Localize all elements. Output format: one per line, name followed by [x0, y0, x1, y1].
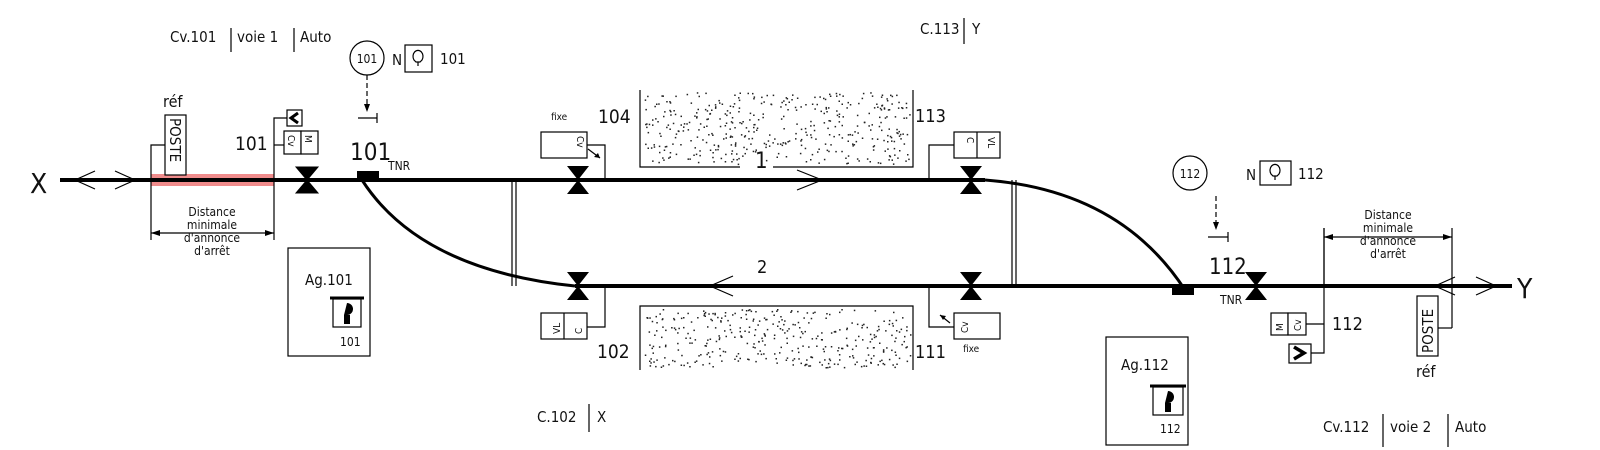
switch-112-type: TNR: [1219, 293, 1243, 307]
cv112-label: Cv.112 voie 2 Auto: [1323, 414, 1486, 447]
distance-label-left: Distance minimale d'annonce d'arrêt: [184, 205, 241, 258]
switch-101[interactable]: 101 N 101 101 TNR: [349, 40, 466, 173]
agent-101-key: 101: [340, 335, 361, 349]
svg-text:minimale: minimale: [1363, 221, 1413, 235]
switch-101-normal: N: [392, 51, 402, 69]
cv112-name: Cv.112: [1323, 418, 1369, 436]
signal-104-panel: Cv: [574, 136, 585, 148]
agent-101-label: Ag.101: [305, 271, 353, 289]
cv112-mode: Auto: [1455, 418, 1486, 436]
key-icon: [344, 303, 353, 324]
distance-label-right: Distance minimale d'annonce d'arrêt: [1360, 208, 1417, 261]
end-x-label: X: [30, 167, 47, 200]
signal-102-panel-bottom: C: [574, 328, 585, 334]
signal-112-right-aspect: Cv: [1293, 319, 1304, 331]
signal-112-bowtie-icon: [1245, 272, 1267, 300]
tracks: 1 2 X Y: [30, 149, 1533, 305]
signal-111[interactable]: Cv fixe 111: [915, 272, 1001, 363]
switch-101-key-number: 101: [440, 50, 466, 68]
signal-113-panel-bottom: VL: [985, 137, 996, 148]
signal-104[interactable]: fixe Cv 104: [540, 106, 631, 194]
switch-112[interactable]: 112 N 112 112 TNR: [1172, 155, 1324, 307]
svg-text:d'annonce: d'annonce: [184, 231, 241, 245]
c102-name: C.102: [537, 408, 576, 426]
c113-name: C.113: [920, 20, 959, 38]
c113-dest: Y: [971, 20, 981, 38]
signal-101-bowtie-icon: [294, 166, 320, 194]
cv112-track: voie 2: [1390, 418, 1431, 436]
switch-112-number: 112: [1209, 255, 1247, 280]
track-1-label: 1: [755, 149, 768, 174]
track-1-direction-arrow: [796, 169, 824, 191]
svg-text:Distance: Distance: [1364, 208, 1412, 222]
switch-112-key-number: 112: [1298, 165, 1324, 183]
signal-113-number: 113: [915, 106, 946, 127]
signal-112-number: 112: [1332, 314, 1363, 335]
signal-104-note: fixe: [551, 112, 568, 123]
signal-112-left-aspect: M: [1275, 323, 1286, 331]
agent-112-box: Ag.112 112: [1105, 336, 1189, 446]
svg-text:d'arrêt: d'arrêt: [1370, 247, 1406, 261]
signal-104-number: 104: [598, 106, 631, 128]
signal-101-left-aspect: Cv: [285, 135, 296, 147]
track-2-direction-arrow: [708, 275, 734, 297]
switch-112-circle-label: 112: [1180, 167, 1201, 181]
chevron-left-icon: [288, 111, 299, 125]
cv101-label: Cv.101 voie 1 Auto: [170, 28, 331, 52]
end-y-label: Y: [1516, 272, 1533, 305]
signal-113-panel-top: C: [964, 137, 975, 143]
right-bidirectional-arrow: [1433, 276, 1498, 296]
tnr-101-marker: [357, 171, 379, 180]
switch-101-branch: [360, 179, 576, 288]
poste-left: réf POSTE: [150, 92, 275, 240]
svg-text:d'annonce: d'annonce: [1360, 234, 1417, 248]
poste-left-label: POSTE: [166, 118, 184, 162]
signal-104-bowtie-icon: [567, 166, 589, 194]
agent-101-box: Ag.101 101: [287, 247, 371, 357]
c102-dest: X: [597, 408, 606, 426]
poste-left-ref: réf: [163, 92, 183, 111]
svg-text:d'arrêt: d'arrêt: [194, 244, 230, 258]
signal-111-panel: Cv: [960, 321, 971, 333]
signal-101-number: 101: [235, 133, 268, 155]
cv101-mode: Auto: [300, 28, 331, 46]
platform-lower: [639, 305, 914, 370]
signal-102[interactable]: VL C 102: [540, 272, 630, 363]
chevron-right-icon: [1293, 345, 1308, 361]
key-icon: [412, 49, 424, 66]
signal-102-bowtie-icon: [567, 272, 589, 300]
signal-101[interactable]: Cv M 101: [235, 109, 320, 194]
switch-101-number: 101: [350, 138, 391, 166]
poste-right-label: POSTE: [1419, 309, 1437, 353]
poste-right: POSTE réf: [1323, 228, 1453, 381]
switch-101-type: TNR: [387, 159, 411, 173]
svg-text:minimale: minimale: [187, 218, 237, 232]
cv101-track: voie 1: [237, 28, 278, 46]
svg-text:Distance: Distance: [188, 205, 236, 219]
key-icon: [1165, 391, 1174, 412]
signal-101-right-aspect: M: [302, 135, 313, 143]
switch-101-circle-label: 101: [357, 52, 378, 66]
signal-113[interactable]: 113 C VL: [915, 106, 1001, 194]
signal-113-bowtie-icon: [960, 166, 982, 194]
agent-112-label: Ag.112: [1121, 356, 1169, 374]
signal-112[interactable]: M Cv 112: [1245, 228, 1363, 364]
signal-102-number: 102: [597, 341, 630, 363]
poste-right-ref: réf: [1416, 362, 1436, 381]
cv101-name: Cv.101: [170, 28, 216, 46]
signal-102-panel-top: VL: [552, 323, 563, 334]
tnr-112-marker: [1172, 286, 1194, 295]
switch-112-normal: N: [1246, 166, 1256, 184]
switch-112-branch: [984, 178, 1187, 291]
agent-112-key: 112: [1160, 422, 1181, 436]
key-icon: [1269, 163, 1281, 180]
platform-upper: [639, 90, 914, 168]
signal-111-bowtie-icon: [960, 272, 982, 300]
c102-label: C.102 X: [537, 404, 606, 432]
left-bidirectional-arrow: [73, 170, 137, 190]
c113-label: C.113 Y: [920, 18, 981, 44]
signal-111-number: 111: [915, 342, 946, 363]
track-2-label: 2: [757, 257, 767, 278]
signal-111-note: fixe: [963, 344, 980, 355]
